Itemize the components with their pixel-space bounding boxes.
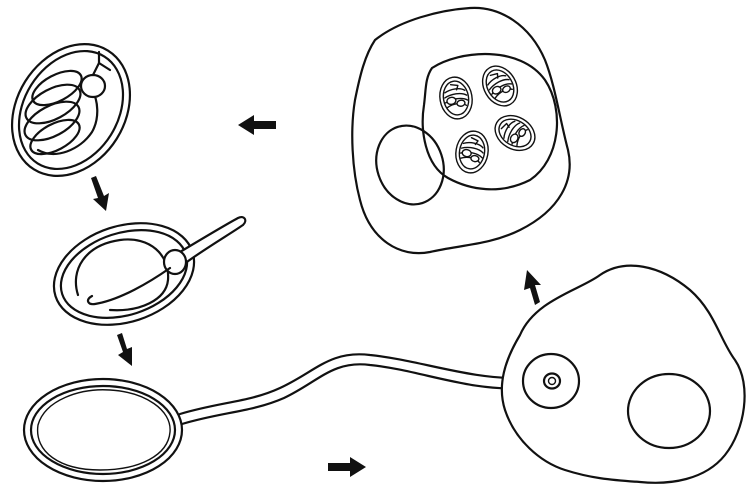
arrow-up bbox=[524, 270, 541, 305]
arrow-down-2 bbox=[117, 333, 132, 366]
arrow-left bbox=[238, 115, 276, 135]
mature-spore bbox=[0, 22, 154, 198]
arrow-down-1 bbox=[91, 176, 109, 211]
injected-sporoplasm bbox=[523, 354, 579, 408]
germinating-spore bbox=[41, 206, 246, 342]
polar-tube bbox=[180, 354, 525, 424]
host-cell-with-spores bbox=[352, 8, 569, 253]
empty-spore bbox=[24, 379, 182, 481]
arrow-right bbox=[328, 457, 366, 477]
